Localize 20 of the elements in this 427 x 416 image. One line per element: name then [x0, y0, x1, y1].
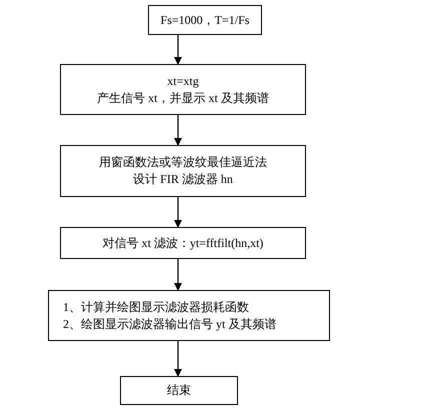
process-box	[48, 290, 330, 341]
box-text: 产生信号 xt，并显示 xt 及其频谱	[97, 90, 269, 106]
process-box	[148, 5, 262, 35]
box-text: 设计 FIR 滤波器 hn	[133, 171, 233, 188]
box-text: xt=xtg	[167, 72, 199, 90]
arrow	[174, 35, 182, 65]
box-text: 2、绘图显示滤波器输出信号 yt 及其频谱	[63, 316, 276, 332]
box-text: 对信号 xt 滤波：yt=fftfilt(hn,xt)	[102, 234, 264, 252]
arrow	[174, 341, 182, 377]
process-box	[120, 376, 238, 405]
arrow	[174, 115, 182, 146]
box-text: Fs=1000，T=1/Fs	[160, 12, 250, 28]
box-text: 用窗函数法或等波纹最佳逼近法	[99, 154, 267, 171]
process-box	[60, 227, 306, 259]
process-box	[60, 145, 306, 197]
box-text: 1、计算并绘图显示滤波器损耗函数	[63, 298, 249, 316]
process-box	[60, 64, 306, 115]
arrow	[174, 259, 182, 291]
arrow	[174, 197, 182, 228]
box-text: 结束	[167, 382, 191, 399]
